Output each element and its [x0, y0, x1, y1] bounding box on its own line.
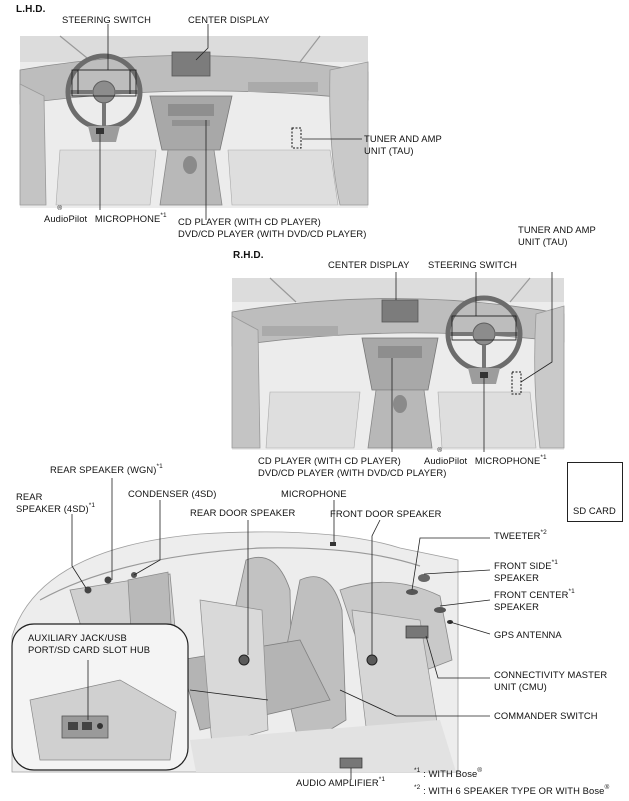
lhd-dashboard-illustration	[20, 24, 368, 220]
note1-mark: *1	[379, 776, 385, 783]
condenser-label: CONDENSER (4SD)	[128, 488, 217, 499]
tweeter-label: TWEETER*2	[494, 530, 547, 541]
aux-hub-label-line1: AUXILIARY JACK/USB	[28, 632, 127, 643]
cmu-label-line1: CONNECTIVITY MASTER	[494, 669, 607, 680]
note1-mark: *1	[552, 559, 558, 566]
lhd-cd-player-label-line1: CD PLAYER (WITH CD PLAYER)	[178, 216, 321, 227]
note1-mark: *1	[157, 463, 163, 470]
front-center-speaker-label-line1: FRONT CENTER*1	[494, 589, 575, 600]
note2-mark: *2	[541, 529, 547, 536]
note1-mark: *1	[540, 454, 546, 461]
lhd-tau-label-line2: UNIT (TAU)	[364, 145, 414, 156]
front-center-speaker-text: FRONT CENTER	[494, 589, 568, 600]
audiopilot-brand: AudioPilot	[44, 213, 87, 224]
lhd-section-heading: L.H.D.	[16, 4, 46, 15]
gps-antenna-label: GPS ANTENNA	[494, 629, 562, 640]
sd-card-label: SD CARD	[573, 505, 616, 516]
aux-hub-label-line2: PORT/SD CARD SLOT HUB	[28, 644, 150, 655]
rhd-dashboard-illustration	[232, 272, 564, 452]
registered-mark: ®	[437, 447, 442, 454]
footnote-1-mark: *1	[414, 767, 420, 774]
front-side-speaker-label-line2: SPEAKER	[494, 572, 539, 583]
rear-speaker-wgn-label: REAR SPEAKER (WGN)*1	[50, 464, 163, 475]
cmu-label-line2: UNIT (CMU)	[494, 681, 547, 692]
footnote-1: *1 : WITH Bose®	[414, 768, 482, 779]
microphone-label: MICROPHONE	[281, 488, 347, 499]
rhd-cd-player-label-line1: CD PLAYER (WITH CD PLAYER)	[258, 455, 401, 466]
commander-switch-label: COMMANDER SWITCH	[494, 710, 598, 721]
front-center-speaker-label-line2: SPEAKER	[494, 601, 539, 612]
front-door-speaker-label: FRONT DOOR SPEAKER	[330, 508, 442, 519]
rear-speaker-4sd-label-line2: SPEAKER (4SD)*1	[16, 503, 95, 514]
footnote-2-text: : WITH 6 SPEAKER TYPE OR WITH Bose	[420, 785, 604, 796]
rhd-section-heading: R.H.D.	[233, 250, 264, 261]
note1-mark: *1	[160, 212, 166, 219]
audiopilot-brand: AudioPilot	[424, 455, 467, 466]
audio-amplifier-text: AUDIO AMPLIFIER	[296, 777, 379, 788]
rear-speaker-4sd-label-line1: REAR	[16, 491, 42, 502]
footnote-2-mark: *2	[414, 784, 420, 791]
lhd-cd-player-label-line2: DVD/CD PLAYER (WITH DVD/CD PLAYER)	[178, 228, 367, 239]
note1-mark: *1	[89, 502, 95, 509]
rear-speaker-4sd-text: SPEAKER (4SD)	[16, 503, 89, 514]
registered-mark: ®	[57, 205, 62, 212]
footnote-2: *2 : WITH 6 SPEAKER TYPE OR WITH Bose®	[414, 785, 609, 796]
audio-amplifier-label: AUDIO AMPLIFIER*1	[296, 777, 385, 788]
lhd-tau-label-line1: TUNER AND AMP	[364, 133, 442, 144]
footnote-1-text: : WITH Bose	[420, 768, 477, 779]
front-side-speaker-label-line1: FRONT SIDE*1	[494, 560, 558, 571]
lhd-center-display-label: CENTER DISPLAY	[188, 14, 269, 25]
rhd-cd-player-label-line2: DVD/CD PLAYER (WITH DVD/CD PLAYER)	[258, 467, 447, 478]
registered-mark: ®	[477, 767, 482, 774]
lhd-steering-switch-label: STEERING SWITCH	[62, 14, 151, 25]
rear-door-speaker-label: REAR DOOR SPEAKER	[190, 507, 295, 518]
rear-speaker-wgn-text: REAR SPEAKER (WGN)	[50, 464, 157, 475]
registered-mark: ®	[604, 784, 609, 791]
rhd-tau-label-line2: UNIT (TAU)	[518, 236, 568, 247]
lhd-audiopilot-microphone-label: AudioPilot® MICROPHONE*1	[44, 213, 167, 224]
microphone-word: MICROPHONE	[472, 455, 540, 466]
note1-mark: *1	[568, 588, 574, 595]
tweeter-text: TWEETER	[494, 530, 541, 541]
rhd-tau-label-line1: TUNER AND AMP	[518, 224, 596, 235]
rhd-center-display-label: CENTER DISPLAY	[328, 259, 409, 270]
rhd-audiopilot-microphone-label: AudioPilot® MICROPHONE*1	[424, 455, 547, 466]
microphone-word: MICROPHONE	[92, 213, 160, 224]
front-side-speaker-text: FRONT SIDE	[494, 560, 552, 571]
rhd-steering-switch-label: STEERING SWITCH	[428, 259, 517, 270]
